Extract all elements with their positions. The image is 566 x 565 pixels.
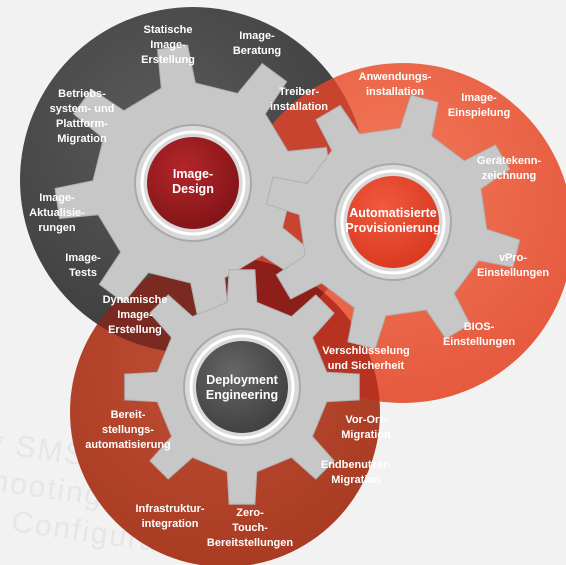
deployment-hub <box>196 341 288 433</box>
label-vpro-einstellungen: vPro-Einstellungen <box>477 252 549 279</box>
provisioning-gear-inner-ring <box>340 169 446 275</box>
image-design-gear-inner-ring <box>140 130 246 236</box>
label-image-tests: Image-Tests <box>65 252 101 279</box>
label-infrastrukturintegration: Infrastruktur-integration <box>135 503 204 530</box>
label-image-einspielung: Image-Einspielung <box>448 92 510 119</box>
image-design-hub <box>147 137 239 229</box>
label-bios-einstellungen: BIOS-Einstellungen <box>443 321 515 348</box>
label-image-aktualisierungen: Image-Aktualisie-rungen <box>29 192 85 234</box>
label-treiberinstallation: Treiber-installation <box>270 86 328 113</box>
label-bereitstellungsautomatisierung: Bereit-stellungs-automatisierung <box>85 409 171 451</box>
image-design-hub-label: Image-Design <box>172 167 214 196</box>
label-endbenutzer-migration: Endbenutzer-Migration <box>321 459 392 486</box>
label-anwendungsinstallation: Anwendungs-installation <box>359 71 432 98</box>
label-geraetekennzeichnung: Gerätekenn-zeichnung <box>477 155 542 182</box>
provisioning-hub <box>347 176 439 268</box>
label-vor-ort-migration: Vor-Ort-Migration <box>341 414 391 441</box>
label-zero-touch-bereitstellungen: Zero-Touch-Bereitstellungen <box>207 507 293 549</box>
deployment-gear-inner-ring <box>189 334 295 440</box>
label-image-beratung: Image-Beratung <box>233 30 281 57</box>
